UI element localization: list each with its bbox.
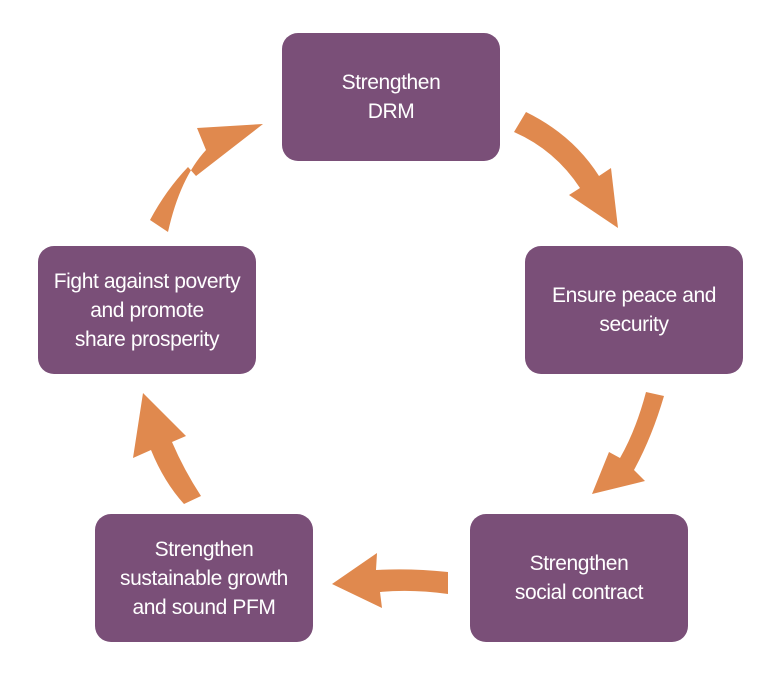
node-ensure-peace-and-security: Ensure peace and security xyxy=(525,246,743,374)
node-label: Strengthen sustainable growth and sound … xyxy=(120,537,288,619)
node-label: Ensure peace and security xyxy=(551,284,717,336)
node-label: Strengthen DRM xyxy=(341,71,441,123)
arrow-peace-to-contract xyxy=(592,392,664,494)
node-label: Strengthen social contract xyxy=(514,552,644,604)
arrow-growth-to-poverty xyxy=(133,393,201,504)
arrow-drm-to-peace xyxy=(514,112,618,228)
node-strengthen-sustainable-growth: Strengthen sustainable growth and sound … xyxy=(95,514,313,642)
arrow-poverty-to-drm xyxy=(150,124,263,232)
node-label: Fight against poverty and promote share … xyxy=(53,269,241,351)
node-fight-against-poverty: Fight against poverty and promote share … xyxy=(38,246,256,374)
node-strengthen-drm: Strengthen DRM xyxy=(282,33,500,161)
arrow-contract-to-growth xyxy=(332,553,448,608)
node-strengthen-social-contract: Strengthen social contract xyxy=(470,514,688,642)
